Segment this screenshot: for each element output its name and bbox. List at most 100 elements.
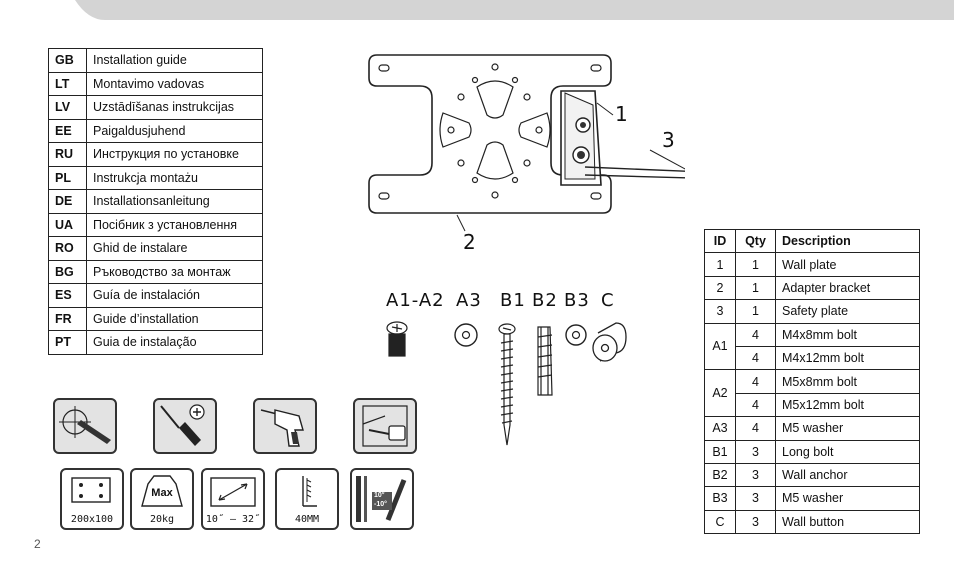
language-title: Guide d’installation	[86, 306, 263, 331]
cell-qty: 3	[735, 509, 776, 535]
table-row: 4 M5x12mm bolt	[705, 392, 920, 418]
depth-spec: 40MM	[275, 468, 339, 530]
cell-description: M5 washer	[775, 416, 920, 441]
language-title: Ghid de instalare	[86, 236, 263, 261]
callout-3: 3	[662, 128, 675, 152]
cell-qty: 3	[735, 486, 776, 511]
cell-id: 3	[704, 299, 736, 324]
tilt-down-label: -10°	[374, 501, 387, 508]
cell-description: Adapter bracket	[775, 275, 920, 301]
language-code: EE	[48, 118, 87, 143]
language-title: Guia de instalação	[86, 330, 263, 355]
header-description: Description	[775, 228, 920, 254]
cell-id: A1	[704, 322, 736, 371]
language-code: ES	[48, 283, 87, 308]
table-row: A3 4 M5 washer	[704, 416, 920, 441]
language-title: Paigaldusjuhend	[86, 118, 263, 143]
cell-description: Wall button	[775, 509, 920, 535]
cell-qty: 1	[735, 299, 776, 324]
page-number: 2	[34, 537, 41, 551]
pencil-icon	[53, 398, 117, 454]
cell-qty: 4	[735, 392, 776, 418]
language-title: Installationsanleitung	[86, 189, 263, 214]
table-row: C 3 Wall button	[704, 509, 920, 535]
cell-qty: 4	[735, 322, 776, 347]
hw-label-a1a2: A1-A2	[386, 290, 445, 311]
hardware-drawing	[386, 321, 627, 446]
cell-description: M5x12mm bolt	[775, 392, 920, 418]
vesa-label: 200x100	[70, 514, 114, 525]
header-id: ID	[704, 228, 736, 254]
cell-qty: 4	[735, 369, 776, 394]
screen-size-spec: 10˝ – 32˝	[201, 468, 265, 530]
language-code: RU	[48, 142, 87, 167]
language-title: Посібник з установлення	[86, 212, 263, 237]
language-title: Ръководство за монтаж	[86, 259, 263, 284]
cell-qty: 3	[735, 439, 776, 464]
washer-icon-b3	[565, 324, 587, 346]
cell-id: A3	[704, 416, 736, 441]
table-row: A1 4 M4x8mm bolt	[704, 322, 920, 371]
table-row: B1 3 Long bolt	[704, 439, 920, 464]
language-title: Installation guide	[86, 48, 263, 73]
cell-description: Wall plate	[775, 252, 920, 277]
drill-icon	[253, 398, 317, 454]
language-code: LV	[48, 95, 87, 120]
wall-plate	[368, 54, 612, 214]
language-title: Instrukcja montażu	[86, 165, 263, 190]
language-title: Uzstādīšanas instrukcijas	[86, 95, 263, 120]
washer-icon	[454, 323, 478, 347]
depth-label: 40MM	[294, 514, 320, 525]
cell-description: Long bolt	[775, 439, 920, 464]
bracket-drawing	[368, 54, 685, 232]
cell-qty: 3	[735, 462, 776, 488]
callout-1: 1	[615, 102, 628, 126]
language-code: FR	[48, 306, 87, 331]
cell-id: A2	[704, 369, 736, 418]
cell-id: C	[704, 509, 736, 535]
cell-description: Wall anchor	[775, 462, 920, 488]
hw-label-b2: B2	[532, 290, 558, 311]
vesa-spec: 200x100	[60, 468, 124, 530]
max-label: Max	[151, 487, 173, 499]
weight-spec: Max 20kg	[130, 468, 194, 530]
screwdriver-icon	[153, 398, 217, 454]
cell-qty: 1	[735, 252, 776, 277]
cell-qty: 1	[735, 275, 776, 301]
cell-id: B1	[704, 439, 736, 464]
language-code: UA	[48, 212, 87, 237]
tilt-spec: 10° -10°	[350, 468, 414, 530]
callout-2: 2	[463, 230, 476, 254]
tape-measure-icon	[353, 398, 417, 454]
parts-table: ID Qty Description 1 1 Wall plate 2 1 Ad…	[704, 228, 920, 535]
cell-description: Safety plate	[775, 299, 920, 324]
table-row: B3 3 M5 washer	[704, 486, 920, 511]
cell-id: 1	[704, 252, 736, 277]
table-row: A2 4 M5x8mm bolt	[704, 369, 920, 418]
table-row: 2 1 Adapter bracket	[704, 275, 920, 301]
tilt-up-label: 10°	[374, 492, 385, 499]
language-code: BG	[48, 259, 87, 284]
cell-description: M4x8mm bolt	[775, 322, 920, 347]
bolt-icon	[386, 321, 408, 357]
language-code: PL	[48, 165, 87, 190]
table-row: 3 1 Safety plate	[704, 299, 920, 324]
cell-id: B2	[704, 462, 736, 488]
hw-label-c: C	[601, 290, 615, 311]
header-qty: Qty	[735, 228, 776, 254]
hw-label-b1: B1	[500, 290, 526, 311]
header-band	[75, 0, 954, 20]
wall-button-icon	[592, 322, 627, 362]
